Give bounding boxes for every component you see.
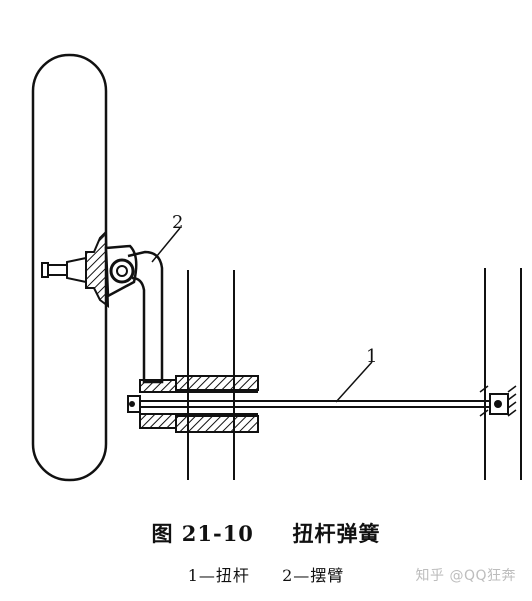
torsion-bar [140, 400, 490, 408]
right-frame-members [484, 268, 522, 480]
watermark: 知乎 @QQ狂奔 [415, 568, 516, 584]
callout-label-2: 2 [172, 212, 183, 233]
legend-item-torsion-bar: 1—扭杆 [187, 566, 250, 585]
figure-caption: 图 21-10 扭杆弹簧 [0, 518, 532, 548]
callout-leader-2 [151, 227, 181, 263]
torsion-bar-anchor [479, 385, 517, 417]
callout-label-1: 1 [366, 346, 377, 367]
callout-leader-1 [335, 361, 373, 403]
caption-number: 图 21-10 [151, 521, 254, 546]
wheel-hub [41, 229, 138, 309]
figure-legend: 1—扭杆 2—摆臂 [0, 562, 532, 586]
caption-title: 扭杆弹簧 [292, 521, 381, 546]
bearing-housing [127, 375, 259, 433]
legend-item-swing-arm: 2—摆臂 [282, 566, 345, 585]
